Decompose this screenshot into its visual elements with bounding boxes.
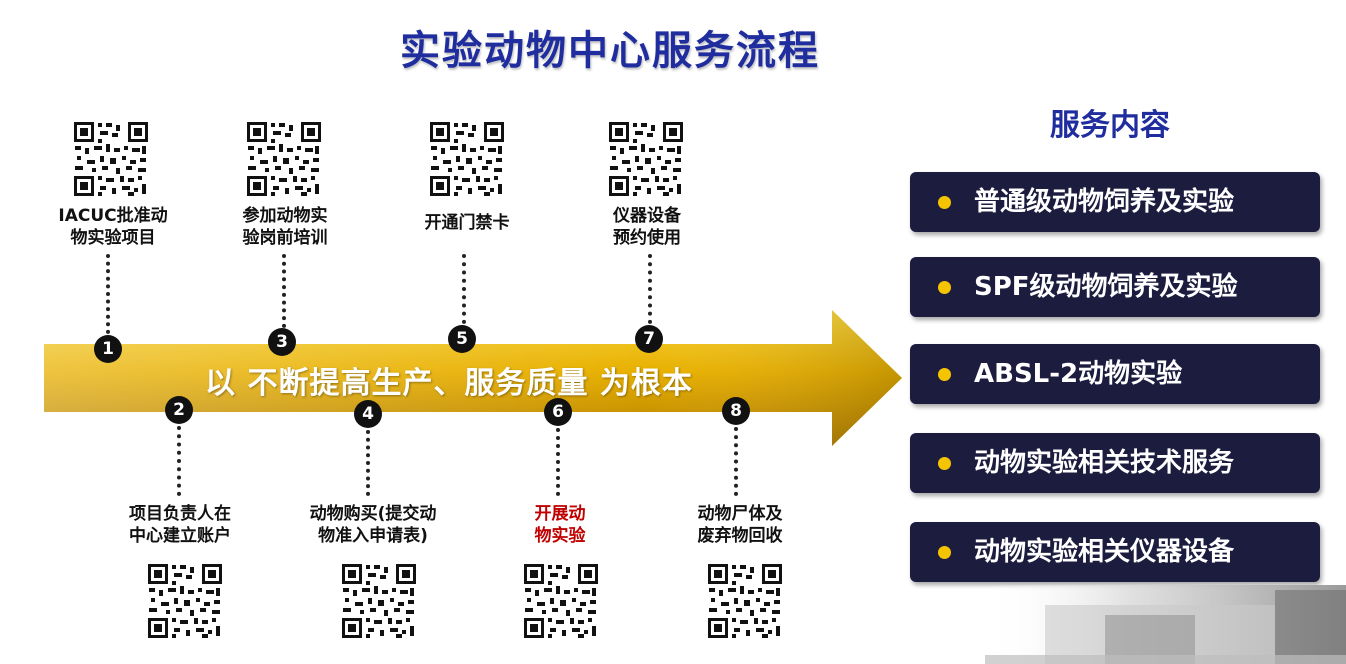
service-item-label: 动物实验相关仪器设备 [974, 537, 1235, 567]
qr-code-icon [428, 120, 506, 198]
service-item-label: 动物实验相关技术服务 [974, 448, 1235, 478]
bullet-icon [938, 368, 951, 381]
step-3-number: 3 [268, 328, 296, 356]
service-item-label: ABSL-2动物实验 [974, 359, 1183, 389]
step-3-line2: 验岗前培训 [242, 228, 328, 248]
connector-8 [734, 427, 738, 496]
campus-gate-image [985, 585, 1346, 664]
step-2-number: 2 [165, 396, 193, 424]
connector-5 [462, 254, 466, 324]
page-title: 实验动物中心服务流程 [400, 28, 820, 74]
step-1-line2: 物实验项目 [70, 228, 156, 248]
qr-code-icon [607, 120, 685, 198]
step-7-line1: 仪器设备 [613, 206, 681, 226]
arrow-slogan: 以 不断提高生产、服务质量 为根本 [205, 366, 693, 401]
step-7-label: 仪器设备 预约使用 [572, 205, 722, 249]
bullet-icon [938, 457, 951, 470]
connector-7 [648, 254, 652, 324]
step-6-line1: 开展动 [534, 504, 586, 524]
bullet-icon [938, 281, 951, 294]
connector-1 [106, 254, 110, 334]
step-7-line2: 预约使用 [613, 228, 681, 248]
step-4-label: 动物购买(提交动 物准入申请表) [288, 503, 458, 547]
step-5-number: 5 [448, 325, 476, 353]
step-8-label: 动物尸体及 废弃物回收 [665, 503, 815, 547]
services-title: 服务内容 [1050, 108, 1170, 143]
step-1-number: 1 [94, 335, 122, 363]
connector-3 [282, 254, 286, 328]
qr-code-icon [340, 562, 418, 640]
step-5-label: 开通门禁卡 [392, 212, 542, 234]
step-2-label: 项目负责人在 中心建立账户 [105, 503, 255, 547]
step-4-line2: 物准入申请表) [318, 526, 428, 546]
step-3-label: 参加动物实 验岗前培训 [210, 205, 360, 249]
step-4-line1: 动物购买(提交动 [309, 504, 437, 524]
step-6-label: 开展动 物实验 [485, 503, 635, 547]
connector-2 [177, 426, 181, 496]
qr-code-icon [72, 120, 150, 198]
step-2-line2: 中心建立账户 [129, 526, 231, 546]
main-arrow [44, 310, 902, 446]
service-item-label: SPF级动物饲养及实验 [974, 272, 1238, 302]
step-2-line1: 项目负责人在 [129, 504, 231, 524]
qr-code-icon [146, 562, 224, 640]
step-6-line2: 物实验 [534, 526, 586, 546]
service-item-label: 普通级动物饲养及实验 [974, 187, 1235, 217]
service-item: 动物实验相关技术服务 [910, 433, 1320, 493]
qr-code-icon [706, 562, 784, 640]
step-7-number: 7 [635, 325, 663, 353]
connector-6 [556, 428, 560, 496]
bullet-icon [938, 196, 951, 209]
connector-4 [366, 430, 370, 496]
service-item: 普通级动物饲养及实验 [910, 172, 1320, 232]
qr-code-icon [245, 120, 323, 198]
step-5-line1: 开通门禁卡 [424, 213, 510, 233]
step-4-number: 4 [354, 400, 382, 428]
service-item: 动物实验相关仪器设备 [910, 522, 1320, 582]
step-1-line1: IACUC批准动 [58, 206, 168, 226]
step-8-line1: 动物尸体及 [697, 504, 783, 524]
step-8-line2: 废弃物回收 [697, 526, 783, 546]
service-item: ABSL-2动物实验 [910, 344, 1320, 404]
step-3-line1: 参加动物实 [242, 206, 328, 226]
step-6-number: 6 [544, 398, 572, 426]
service-item: SPF级动物饲养及实验 [910, 257, 1320, 317]
step-1-label: IACUC批准动 物实验项目 [38, 205, 188, 249]
qr-code-icon [522, 562, 600, 640]
bullet-icon [938, 546, 951, 559]
step-8-number: 8 [722, 397, 750, 425]
